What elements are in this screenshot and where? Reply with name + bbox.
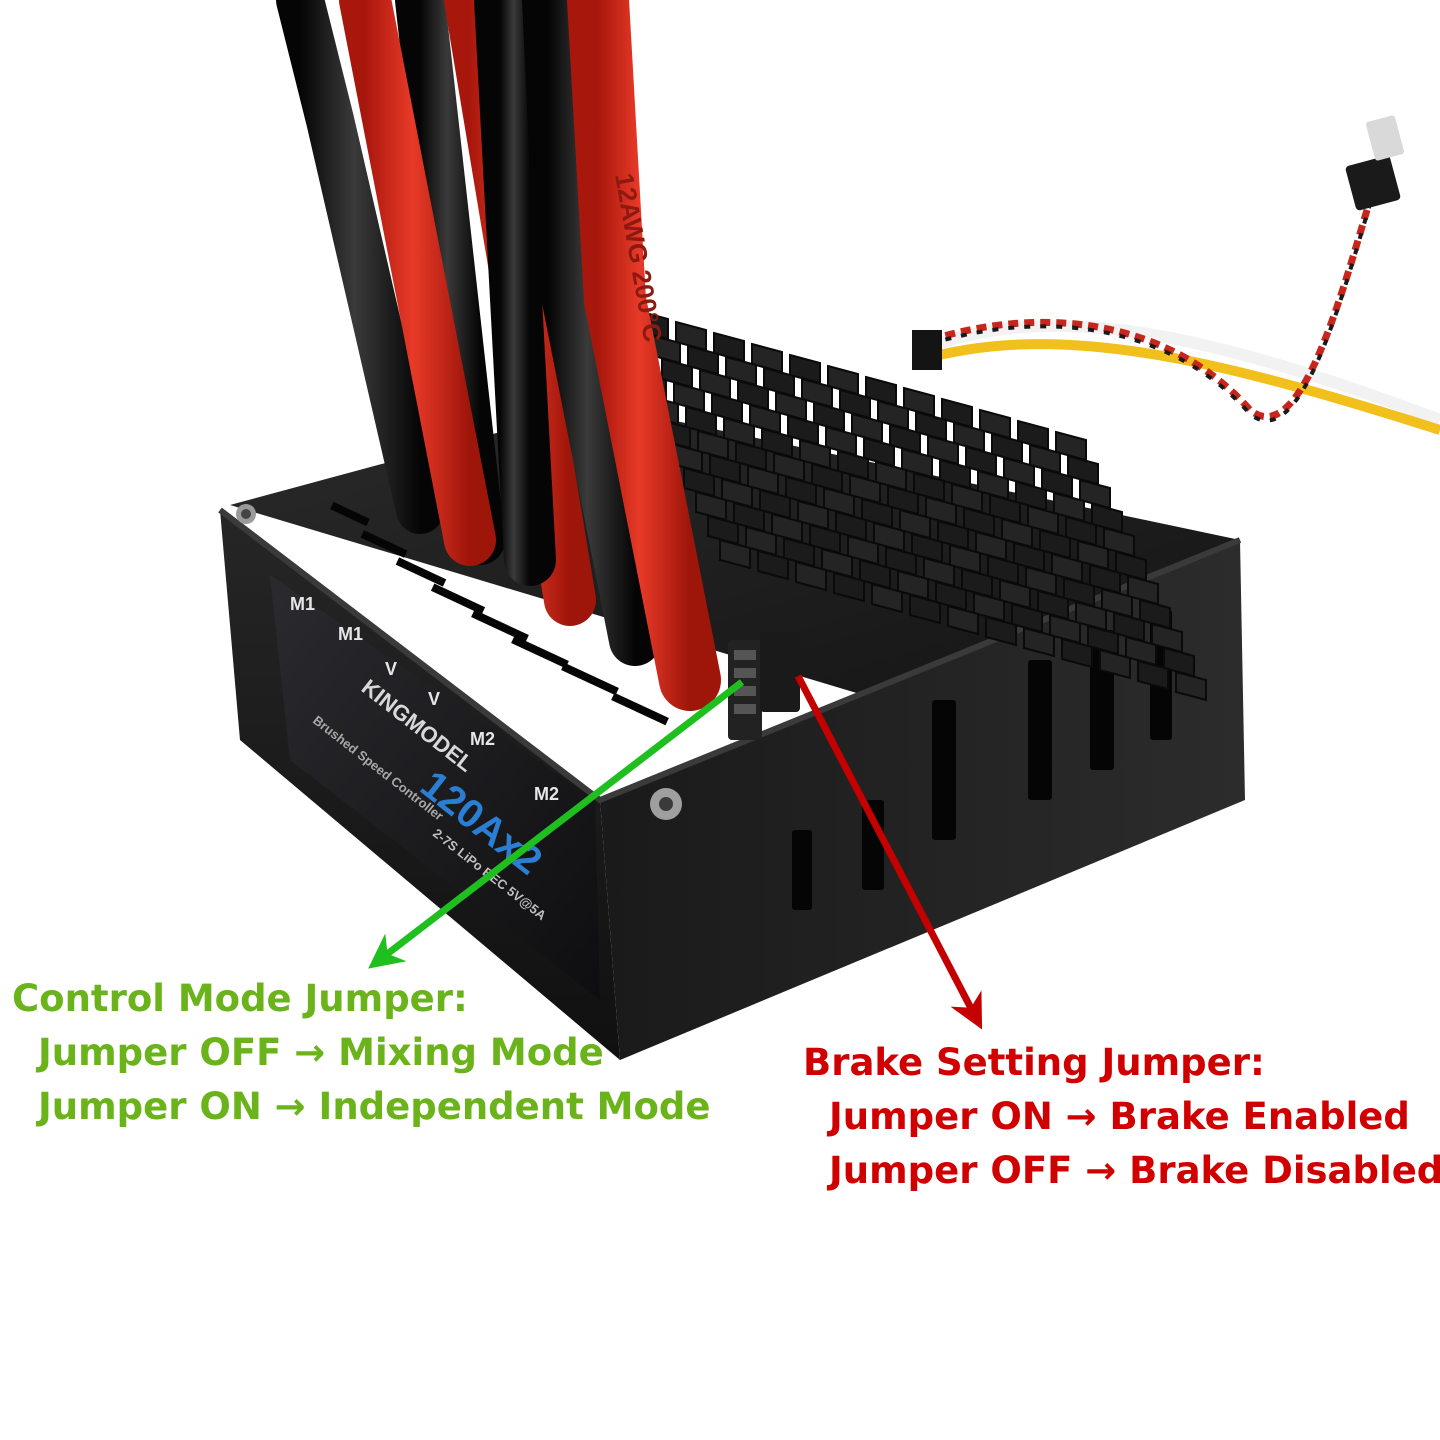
terminal-label-m2b: M2: [534, 784, 559, 804]
control-mode-off-line: Jumper OFF → Mixing Mode: [38, 1031, 604, 1074]
heatsink-fin: [1061, 637, 1093, 669]
heatsink-fin: [909, 593, 941, 625]
control-mode-arrow: [368, 679, 745, 969]
heatsink-fin: [985, 615, 1017, 647]
brake-title: Brake Setting Jumper:: [803, 1041, 1265, 1084]
power-wires: 12AWG 200°C: [276, 0, 721, 711]
control-mode-on-line: Jumper ON → Independent Mode: [38, 1085, 711, 1128]
terminal-label-v: V: [385, 659, 397, 679]
terminal-label-m1b: M1: [338, 624, 363, 644]
heatsink-fin: [1137, 659, 1169, 691]
heatsink: [599, 298, 1207, 702]
heatsink-fin: [1023, 626, 1055, 658]
signal-lead: [912, 115, 1440, 435]
control-mode-title: Control Mode Jumper:: [12, 977, 468, 1020]
heatsink-fin: [719, 538, 751, 570]
heatsink-fin: [757, 549, 789, 581]
heatsink-fin: [947, 604, 979, 636]
heatsink-fin: [1099, 648, 1131, 680]
brake-callout: Brake Setting Jumper: Jumper ON → Brake …: [803, 1036, 1440, 1198]
brake-on-line: Jumper ON → Brake Enabled: [829, 1095, 1410, 1138]
brake-arrow: [794, 674, 983, 1030]
terminal-label-m2: M2: [470, 729, 495, 749]
jumper-block: [728, 632, 800, 740]
heatsink-fin: [833, 571, 865, 603]
brake-off-line: Jumper OFF → Brake Disabled: [829, 1149, 1440, 1192]
heatsink-fin: [1175, 670, 1207, 702]
terminal-label-vb: V: [428, 689, 440, 709]
terminal-label-m1: M1: [290, 594, 315, 614]
control-mode-callout: Control Mode Jumper: Jumper OFF → Mixing…: [12, 972, 710, 1134]
heatsink-fin: [871, 582, 903, 614]
heatsink-fin: [795, 560, 827, 592]
